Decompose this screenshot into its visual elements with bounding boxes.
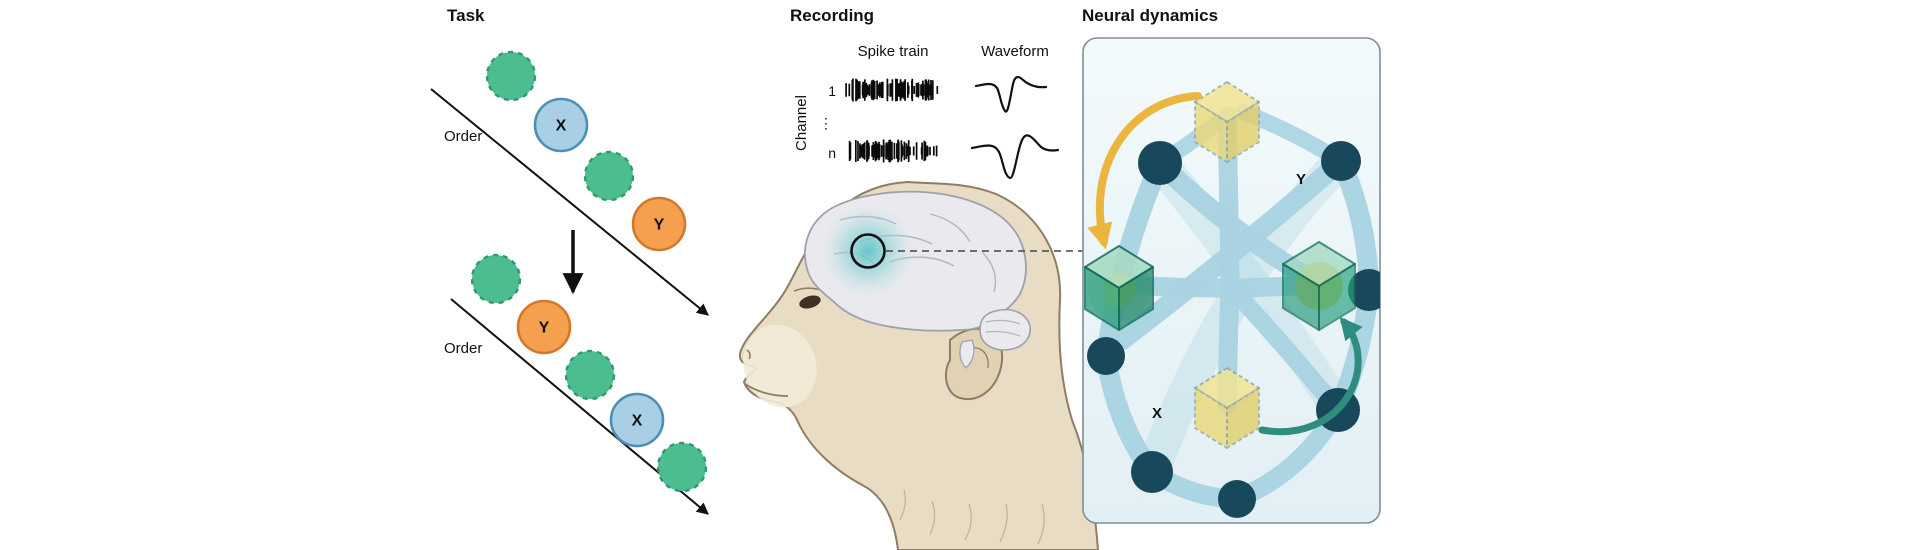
task-sequence-2: Order Y X [444,253,709,515]
waveform-channel-1 [974,76,1048,113]
brain-stem [959,339,975,369]
channel-ellipsis: ⋮ [819,115,833,131]
green-item-circle [470,253,522,305]
network-node [1131,451,1173,493]
recording-site-glow [822,205,914,297]
task-panel: Task Order X Y Order Y X [430,6,709,515]
order-label-2: Order [444,340,482,357]
state-cube-green-left [1084,245,1154,331]
monkey-muzzle [743,324,817,408]
waveform-label: Waveform [981,43,1049,60]
neural-dynamics-content: Y [1084,81,1380,518]
task-sequence-1: Order X Y [430,50,709,316]
neural-label-y: Y [1296,171,1306,188]
item-y-label: Y [654,217,665,234]
waveform-channel-n [970,134,1060,180]
green-item-circle [656,441,708,493]
spike-train-row-2 [848,139,938,163]
item-y-circle [631,196,687,252]
item-x-label: X [556,118,567,135]
green-item-circle [583,150,635,202]
cerebellum-lines [985,319,1021,337]
item-y-circle [516,299,572,355]
item-x-label: X [632,413,643,430]
item-x-circle [609,392,665,448]
neural-dynamics-title: Neural dynamics [1082,6,1218,25]
green-item-circle [485,50,537,102]
teal-transition-arrow [1258,316,1363,436]
network-node [1138,141,1182,185]
state-cube-y-dashed [1194,81,1260,163]
monkey-eye [799,295,821,309]
item-y-label: Y [539,320,550,337]
spike-train-label: Spike train [858,43,929,60]
task-panel-title: Task [447,6,485,25]
network-node [1087,337,1125,375]
item-x-circle [533,97,589,153]
network-node [1348,269,1380,311]
recording-panel: Recording Spike train Waveform Channel 1… [790,6,1060,180]
network-node [1218,480,1256,518]
spike-train-row-1 [845,78,939,102]
green-item-circle [564,349,616,401]
order-arrow-1 [430,88,709,316]
neural-dynamics-panel: Neural dynamics [1082,6,1381,524]
brain-cerebellum [979,308,1031,351]
monkey-fur-strokes [899,489,1045,545]
state-cube-x-dashed [1194,367,1260,449]
recording-site-circle [850,233,886,269]
network-node [1321,141,1361,181]
monkey-illustration [738,181,1099,550]
recording-panel-title: Recording [790,6,874,25]
monkey-mouth [744,383,789,397]
state-cube-green-yellow [1282,241,1356,331]
channel-number-1: 1 [828,83,836,99]
order-label-1: Order [444,128,482,145]
neural-label-x: X [1152,405,1162,422]
channel-axis-label: Channel [793,95,810,151]
yellow-transition-arrow [1087,92,1202,250]
channel-number-n: n [828,145,836,161]
monkey-nostril [746,349,751,360]
